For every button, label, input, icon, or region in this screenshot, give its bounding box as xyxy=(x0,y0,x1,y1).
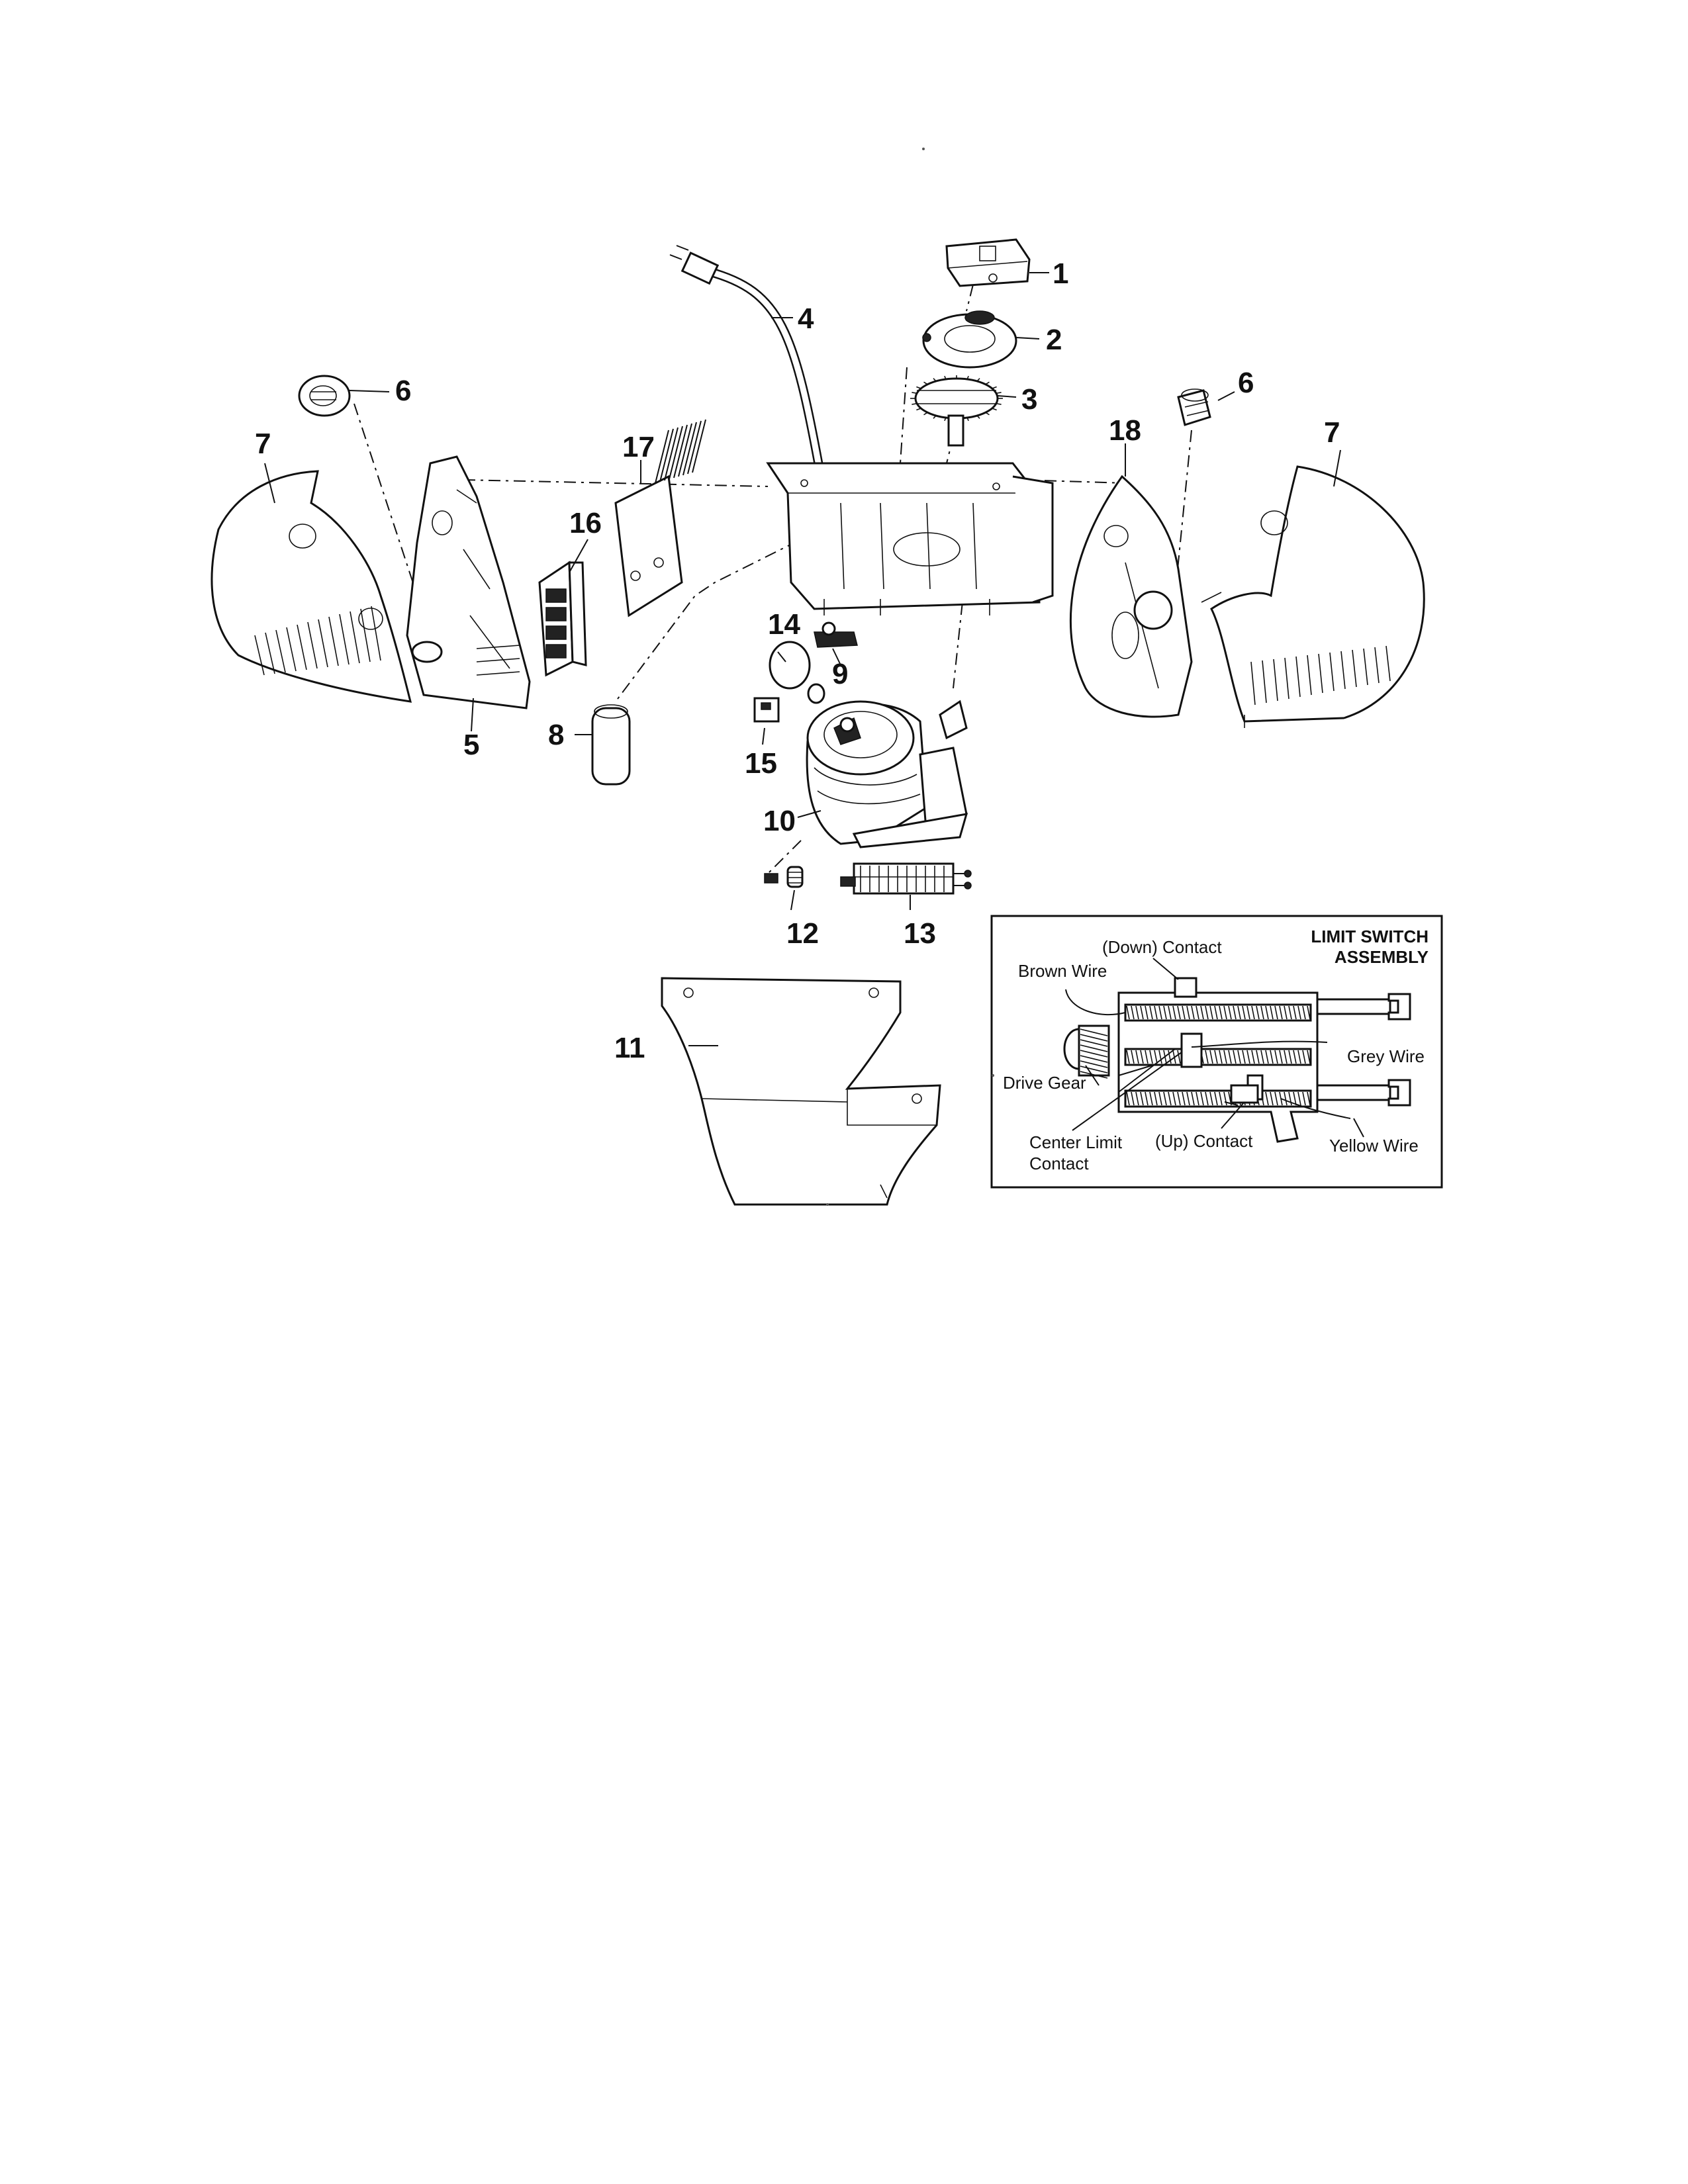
label-yellow-wire: Yellow Wire xyxy=(1329,1136,1419,1156)
callout-17: 17 xyxy=(622,431,655,463)
callout-5: 5 xyxy=(463,729,479,761)
callout-7-right: 7 xyxy=(1324,416,1340,449)
label-grey-wire: Grey Wire xyxy=(1347,1046,1425,1066)
part-13-limit-switch xyxy=(840,862,972,895)
part-15-switch xyxy=(753,697,780,723)
callout-leaders xyxy=(264,272,1341,1046)
part-16-logic-board xyxy=(538,561,587,677)
callout-13: 13 xyxy=(904,917,936,950)
inset-title-line2: ASSEMBLY xyxy=(1335,947,1429,967)
callout-7-left: 7 xyxy=(255,428,271,460)
part-9-bracket xyxy=(814,621,858,648)
label-drive-gear: Drive Gear xyxy=(1003,1073,1086,1093)
label-center-limit-1: Center Limit xyxy=(1029,1132,1123,1152)
part-6-socket-right xyxy=(1177,388,1211,426)
chassis-plate xyxy=(766,462,1054,615)
part-2-sprocket-plate xyxy=(922,310,1017,369)
callout-11: 11 xyxy=(614,1032,645,1064)
callout-9: 9 xyxy=(832,658,848,690)
callout-6-left: 6 xyxy=(395,375,411,407)
callout-15: 15 xyxy=(745,747,777,780)
part-11-lens-cover xyxy=(661,977,941,1206)
callout-16: 16 xyxy=(569,507,602,539)
part-12-worm xyxy=(764,866,804,888)
callout-12: 12 xyxy=(786,917,819,950)
callout-numbers: 1 2 3 4 5 6 6 7 7 8 9 10 11 12 13 14 15 … xyxy=(255,257,1340,1064)
part-5-end-panel-left xyxy=(406,455,531,709)
part-18-end-panel-right xyxy=(1069,475,1193,718)
part-17-receiver xyxy=(614,419,706,617)
callout-1: 1 xyxy=(1053,257,1068,290)
part-3-gear xyxy=(910,375,1003,447)
part-6-lens-left xyxy=(298,375,351,417)
label-center-limit-2: Contact xyxy=(1029,1154,1089,1173)
part-1-bracket xyxy=(945,238,1031,287)
inset-title-line1: LIMIT SWITCH xyxy=(1311,927,1429,946)
callout-18: 18 xyxy=(1109,414,1141,447)
label-down-contact: (Down) Contact xyxy=(1102,937,1222,957)
limit-switch-inset: LIMIT SWITCH ASSEMBLY (Down) Contact Bro… xyxy=(990,915,1443,1189)
part-14-cap xyxy=(769,641,825,704)
label-up-contact: (Up) Contact xyxy=(1155,1131,1253,1151)
callout-3: 3 xyxy=(1021,383,1037,416)
callout-6-right: 6 xyxy=(1238,367,1254,399)
callout-10: 10 xyxy=(763,805,796,837)
part-7-cover-right xyxy=(1201,465,1425,728)
part-8-bulb xyxy=(591,704,631,786)
callout-8: 8 xyxy=(548,719,564,751)
callout-4: 4 xyxy=(798,302,814,335)
callout-2: 2 xyxy=(1046,324,1062,356)
scan-specks xyxy=(826,148,994,1206)
part-4-power-cord xyxy=(669,245,825,478)
part-10-motor xyxy=(806,700,968,848)
callout-14: 14 xyxy=(768,608,800,641)
part-7-cover-left xyxy=(211,470,412,703)
label-brown-wire: Brown Wire xyxy=(1018,961,1107,981)
